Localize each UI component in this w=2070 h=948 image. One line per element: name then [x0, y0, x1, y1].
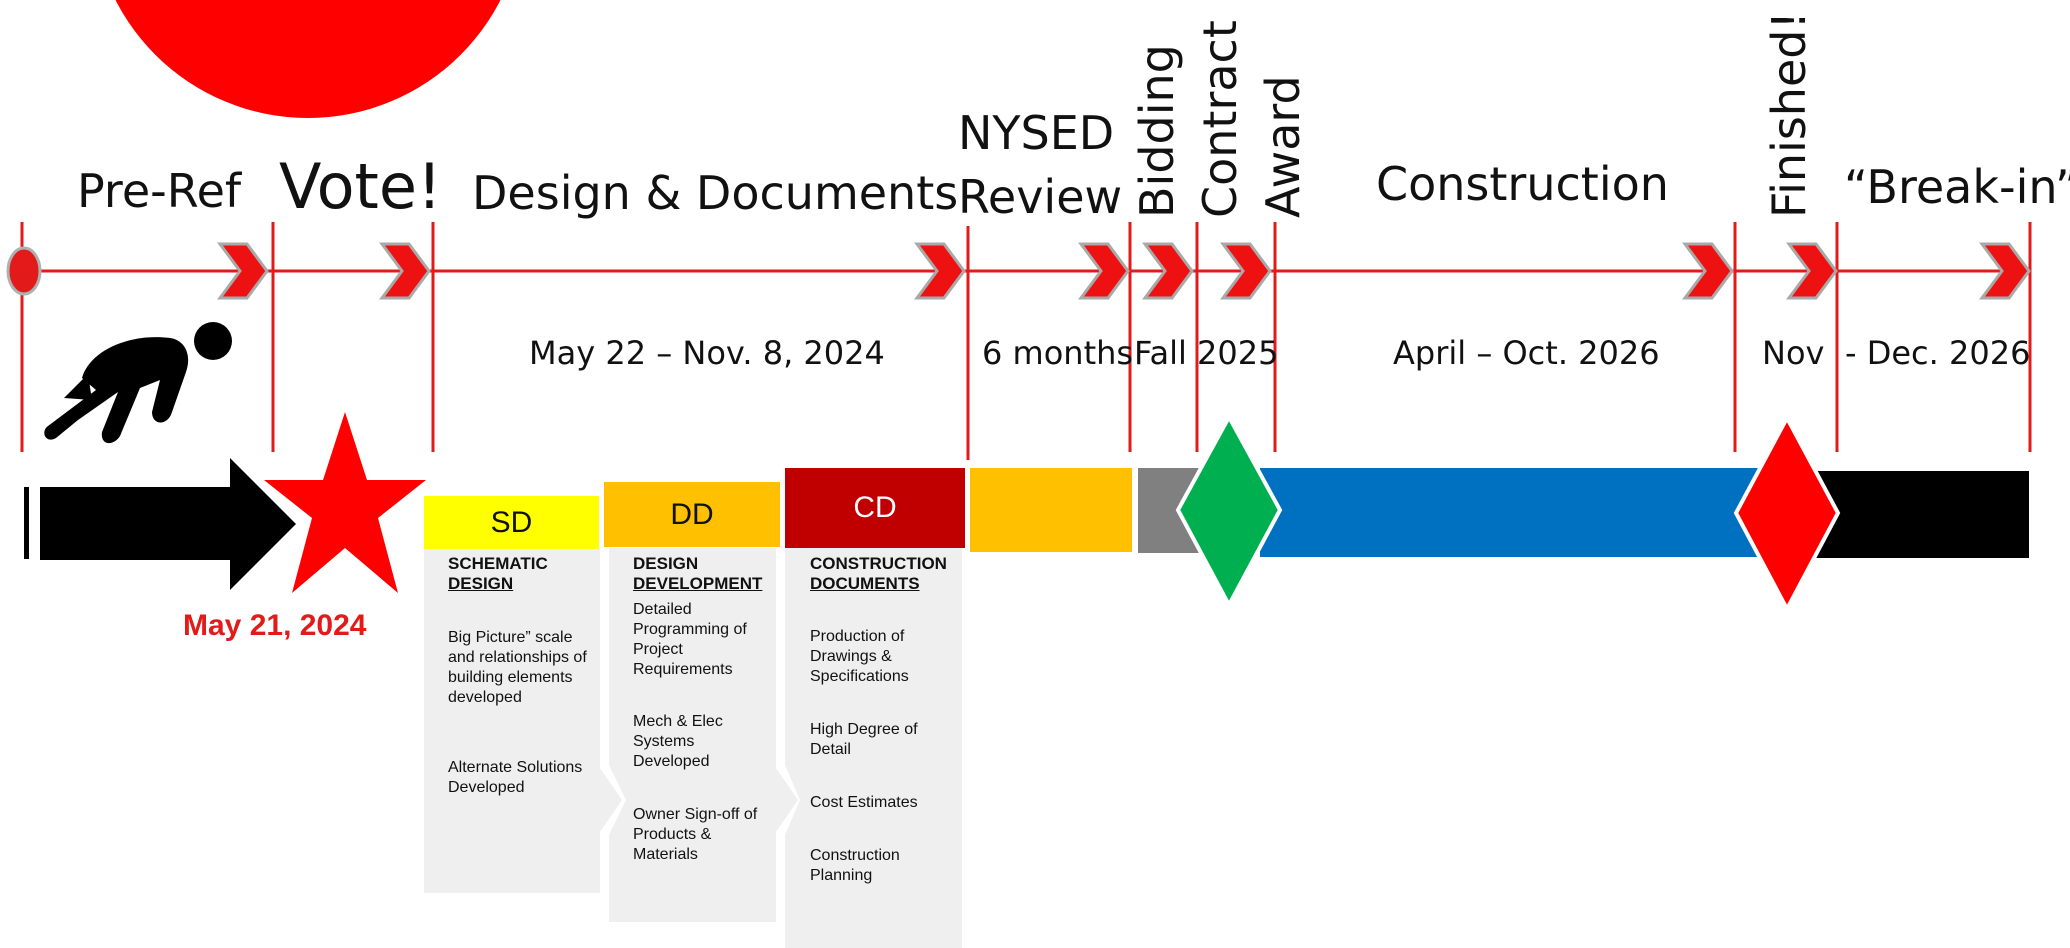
chevron-right-icon: [1220, 242, 1272, 300]
dd-title-line2: DEVELOPMENT: [633, 574, 763, 593]
cd-panel: [785, 548, 962, 948]
red-circle-shape: [115, 0, 501, 118]
dd-item-1: Detailed Programming of Project Requirem…: [633, 601, 747, 678]
red-star-icon: [264, 412, 426, 593]
sd-title-line1: SCHEMATIC: [448, 554, 548, 573]
cd-item-3: Cost Estimates: [810, 794, 918, 811]
cd-item-1: Production of Drawings & Specifications: [810, 628, 909, 685]
date-design: May 22 – Nov. 8, 2024: [529, 334, 885, 372]
sd-box: [424, 496, 599, 549]
chevron-right-icon: [1979, 242, 2031, 300]
dd-label: DD: [670, 497, 714, 531]
sd-item-2: Alternate Solutions Developed: [448, 759, 583, 796]
red-oval-marker: [6, 246, 42, 296]
chevron-right-icon: [379, 242, 431, 300]
cd-title-line2: DOCUMENTS: [810, 574, 920, 593]
sd-label: SD: [490, 505, 533, 539]
stage-review: Review: [958, 170, 1123, 224]
arrow-tail-bar: [24, 487, 29, 559]
stage-award: Award: [1256, 75, 1310, 218]
dd-panel: [609, 548, 798, 922]
cd-title: CONSTRUCTION DOCUMENTS: [810, 554, 947, 594]
black-arrow-shape: [40, 458, 296, 590]
chevron-right-icon: [914, 242, 966, 300]
chevron-right-icon: [1786, 242, 1838, 300]
date-finished: Nov: [1762, 334, 1825, 372]
sd-title: SCHEMATIC DESIGN: [448, 554, 548, 594]
chevron-right-icon: [217, 242, 269, 300]
date-bidding: Fall 2025: [1134, 334, 1279, 372]
date-review: 6 months: [982, 334, 1134, 372]
dd-item-2: Mech & Elec Systems Developed: [633, 713, 723, 770]
green-diamond-shape: [1175, 412, 1283, 610]
milestone-lines: [20, 222, 2032, 460]
stage-break-in: “Break-in”: [1844, 160, 2070, 214]
review-box: [970, 468, 1132, 552]
stage-design-documents: Design & Documents: [472, 166, 959, 220]
dd-box: [604, 482, 780, 547]
sd-panel: [424, 548, 622, 893]
chevron-right-icon: [1682, 242, 1734, 300]
sd-title-line2: DESIGN: [448, 574, 514, 593]
cd-item-4: Construction Planning: [810, 847, 900, 884]
date-construction: April – Oct. 2026: [1393, 334, 1660, 372]
cd-box: [785, 468, 965, 548]
construction-box: [1260, 468, 1765, 557]
cd-title-line1: CONSTRUCTION: [810, 554, 947, 573]
stage-finished: Finished!: [1762, 11, 1816, 218]
dd-title-line1: DESIGN: [633, 554, 699, 573]
cd-label: CD: [853, 491, 897, 524]
sd-item-1: Big Picture” scale and relationships of …: [448, 629, 587, 706]
stage-contract: Contract: [1193, 20, 1247, 218]
stage-vote: Vote!: [279, 150, 442, 223]
chevron-right-icon: [1142, 242, 1194, 300]
stage-pre-ref: Pre-Ref: [77, 164, 242, 218]
dd-item-3: Owner Sign-off of Products & Materials: [633, 806, 758, 863]
stage-construction: Construction: [1376, 157, 1669, 211]
cd-item-2: High Degree of Detail: [810, 721, 918, 758]
dd-title: DESIGN DEVELOPMENT: [633, 554, 762, 594]
chevron-right-icon: [1078, 242, 1130, 300]
stage-bidding: Bidding: [1130, 44, 1184, 218]
red-diamond-shape: [1733, 413, 1841, 614]
runner-starting-position-icon: [44, 322, 232, 444]
date-break-in: - Dec. 2026: [1845, 334, 2031, 372]
vote-date: May 21, 2024: [183, 609, 367, 642]
stage-nysed: NYSED: [958, 106, 1115, 160]
